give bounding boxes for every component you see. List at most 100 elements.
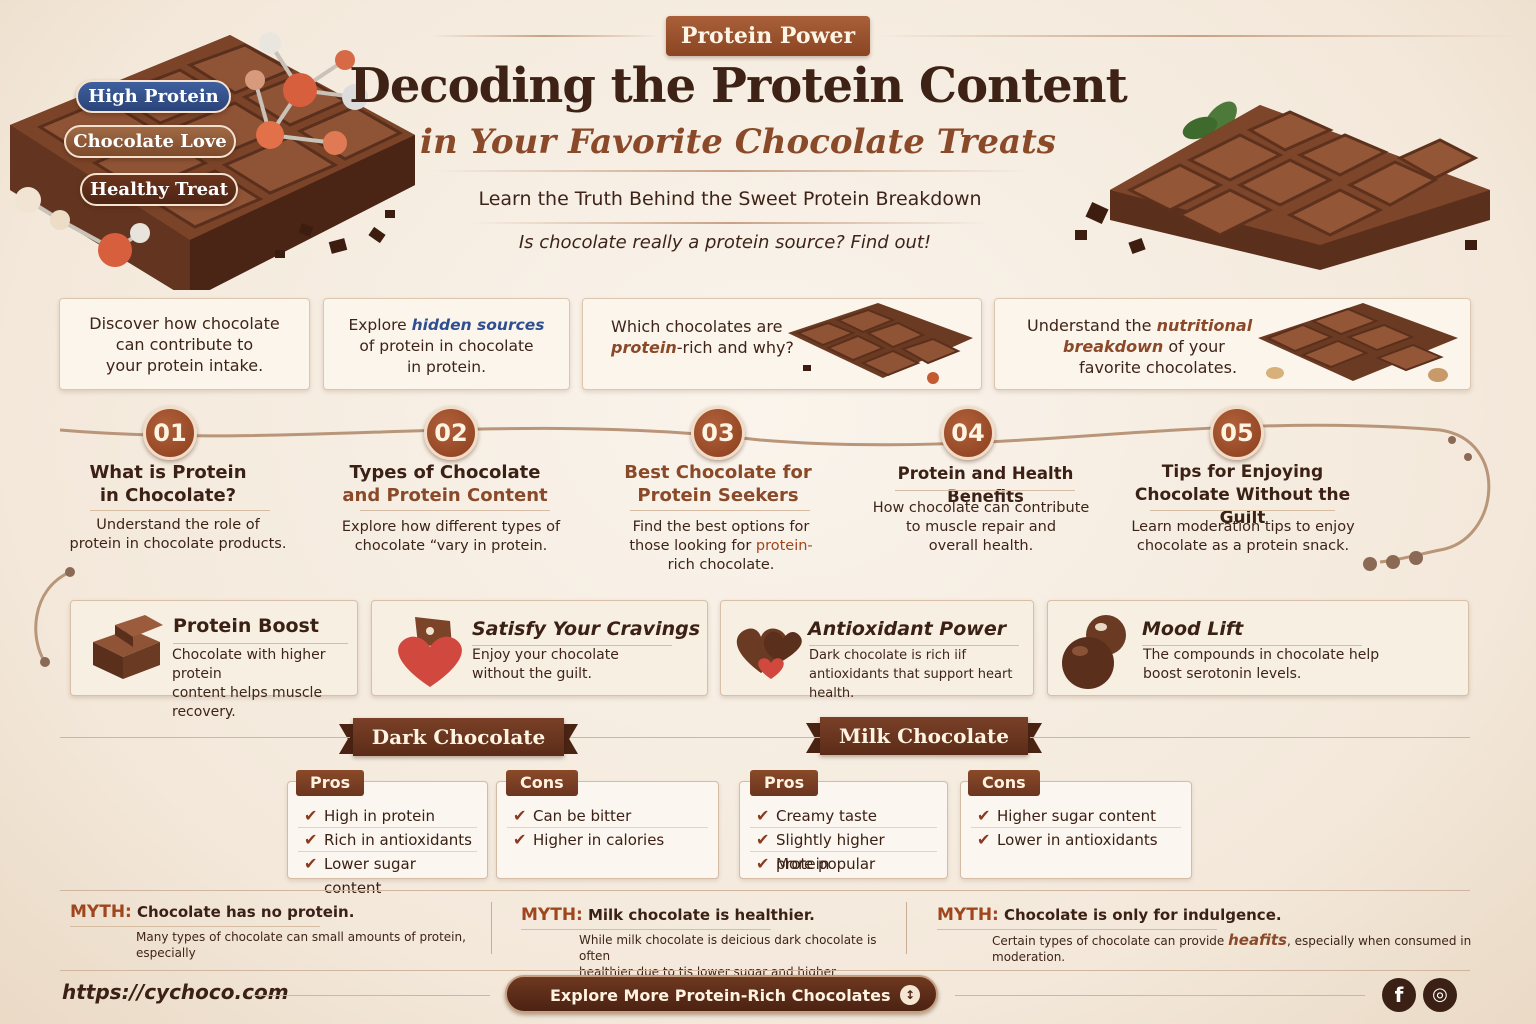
list-item: ✔Can be bitter — [507, 804, 708, 828]
scroll-icon: ↕ — [900, 985, 920, 1005]
benefit-desc-text: without the guilt. — [472, 666, 592, 682]
list-item: ✔Lower sugar content — [298, 852, 477, 897]
intro-card-text: of your — [1163, 337, 1225, 356]
myth-title: Milk chocolate is healthier. — [587, 906, 815, 924]
myth-label: MYTH: — [521, 905, 583, 925]
milk-chocolate-ribbon: Milk Chocolate — [820, 717, 1028, 755]
step-title-04: Protein and Health Benefits — [868, 462, 1103, 508]
cta-label: Explore More Protein-Rich Chocolates Now… — [550, 986, 891, 1005]
benefit-desc-text: Chocolate with higher protein — [172, 647, 326, 682]
dark-chocolate-cons: ✔Can be bitter ✔Higher in calories — [496, 781, 719, 879]
title-divider — [430, 170, 1030, 172]
list-item-text: Can be bitter — [533, 807, 632, 825]
benefit-divider — [1142, 645, 1362, 646]
comparison-divider-line — [1030, 737, 1470, 738]
step-divider — [895, 490, 1075, 491]
benefit-card-protein-boost: Protein Boost Chocolate with higher prot… — [70, 600, 358, 720]
instagram-icon[interactable]: ◎ — [1423, 978, 1457, 1012]
step-title-text: What is Protein — [89, 462, 247, 483]
step-number-01: 01 — [143, 406, 197, 460]
tag-chocolate-love: Chocolate Love — [64, 125, 236, 158]
check-icon: ✔ — [304, 830, 318, 849]
step-desc-text: Learn moderation tips to enjoy — [1131, 519, 1355, 535]
step-desc-text: Explore how different types of — [341, 519, 561, 535]
step-title-05: Tips for Enjoying Chocolate Without the … — [1120, 461, 1365, 530]
myth-divider — [906, 902, 907, 954]
dark-chocolate-pros: ✔High in protein ✔ Rich in antioxidants ✔… — [287, 781, 488, 897]
step-desc-text: protein in chocolate products. — [69, 536, 287, 552]
myth-label: MYTH: — [70, 902, 132, 922]
chocolate-stack-icon — [93, 615, 163, 679]
check-icon: ✔ — [304, 806, 318, 825]
milk-chocolate-cons: ✔Higher sugar content ✔ Lower in antioxid… — [960, 781, 1192, 879]
myth-2: MYTH: Milk chocolate is healthier. While… — [521, 905, 901, 996]
myth-title: Chocolate is only for indulgence. — [1003, 906, 1282, 924]
benefit-description: Dark chocolate is rich iif antioxidants … — [809, 646, 1033, 703]
step-title-text: in Chocolate? — [99, 485, 237, 506]
step-description-02: Explore how different types of chocolate… — [320, 518, 582, 556]
list-item: ✔Higher sugar content — [971, 804, 1181, 828]
benefit-card-antioxidant-power: Antioxidant Power Dark chocolate is rich… — [720, 600, 1034, 701]
hero-right-illustration — [1070, 90, 1500, 280]
step-number-02: 02 — [424, 406, 478, 460]
list-item: ✔More popular — [750, 852, 937, 876]
footer-line — [955, 995, 1365, 996]
pros-tab: Pros — [750, 770, 819, 796]
check-icon: ✔ — [756, 830, 770, 849]
step-title-text: Tips for Enjoying — [1161, 462, 1324, 482]
website-link[interactable]: https://cychoco.com — [62, 980, 289, 1004]
pros-tab: Pros — [296, 770, 365, 796]
myth-label: MYTH: — [937, 905, 999, 925]
list-item: ✔High in protein — [298, 804, 477, 828]
intro-card-2: Explore hidden sources of protein in cho… — [323, 298, 570, 390]
explore-cta-button[interactable]: Explore More Protein-Rich Chocolates Now… — [505, 975, 938, 1013]
myth-underline — [70, 926, 320, 927]
intro-card-3: Which chocolates are protein-rich and wh… — [582, 298, 982, 390]
intro-card-highlight: hidden sources — [411, 316, 545, 334]
benefit-desc-text: antioxidants that support heart health. — [809, 667, 1013, 701]
benefit-divider — [809, 645, 1019, 646]
step-number-05: 05 — [1210, 406, 1264, 460]
benefit-title: Protein Boost — [173, 615, 319, 637]
intro-card-highlight: nutritional — [1156, 316, 1253, 335]
myth-1: MYTH: Chocolate has no protein. Many typ… — [70, 902, 480, 961]
step-divider — [1150, 510, 1335, 511]
myths-bottom-divider — [60, 970, 1470, 971]
page-question: Is chocolate really a protein source? Fi… — [518, 232, 932, 253]
comparison-divider-line — [60, 737, 350, 738]
step-title-01: What is Protein in Chocolate? — [68, 461, 268, 507]
badge-divider-line — [430, 35, 660, 37]
list-item: ✔Higher in calories — [507, 828, 708, 852]
heart-chocolate-icon — [398, 617, 462, 687]
page-title-secondary: in Your Favorite Chocolate Treats — [420, 122, 1056, 162]
list-item-text: Higher sugar content — [997, 807, 1157, 825]
myth-body: While milk chocolate is deicious dark ch… — [579, 933, 877, 963]
page-title: Decoding the Protein Content — [349, 58, 1128, 114]
step-title-text: Best Chocolate for — [624, 462, 812, 483]
intro-card-1: Discover how chocolate can contribute to… — [59, 298, 310, 390]
cons-tab: Cons — [506, 770, 578, 796]
benefit-title: Antioxidant Power — [808, 618, 1007, 640]
benefit-desc-text: content helps muscle recovery. — [172, 685, 323, 720]
list-item-text: Slightly higher protein — [776, 831, 885, 873]
check-icon: ✔ — [977, 830, 991, 849]
page-subtitle: Learn the Truth Behind the Sweet Protein… — [478, 188, 982, 210]
intro-card-text: Explore — [348, 316, 412, 334]
list-item-text: Lower in antioxidants — [997, 831, 1158, 849]
list-item-text: Creamy taste — [776, 807, 877, 825]
list-item-text: Rich in antioxidants — [324, 831, 472, 849]
step-number-04: 04 — [941, 406, 995, 460]
step-title-text: Protein Seekers — [637, 485, 799, 506]
facebook-icon[interactable]: f — [1382, 978, 1416, 1012]
tag-healthy-treat: Healthy Treat — [80, 173, 238, 206]
footer-line — [250, 995, 490, 996]
step-desc-highlight: protein- — [755, 538, 813, 554]
step-desc-text: chocolate “vary in protein. — [354, 538, 548, 554]
step-divider — [630, 510, 810, 511]
subtitle-divider — [470, 222, 990, 224]
step-title-text: Protein and Health Benefits — [897, 464, 1074, 506]
step-desc-text: to muscle repair and — [905, 519, 1057, 535]
intro-card-4: Understand the nutritional breakdown of … — [994, 298, 1471, 390]
intro-card-text: Understand the — [1027, 316, 1157, 335]
benefit-description: The compounds in chocolate help boost se… — [1143, 646, 1443, 684]
